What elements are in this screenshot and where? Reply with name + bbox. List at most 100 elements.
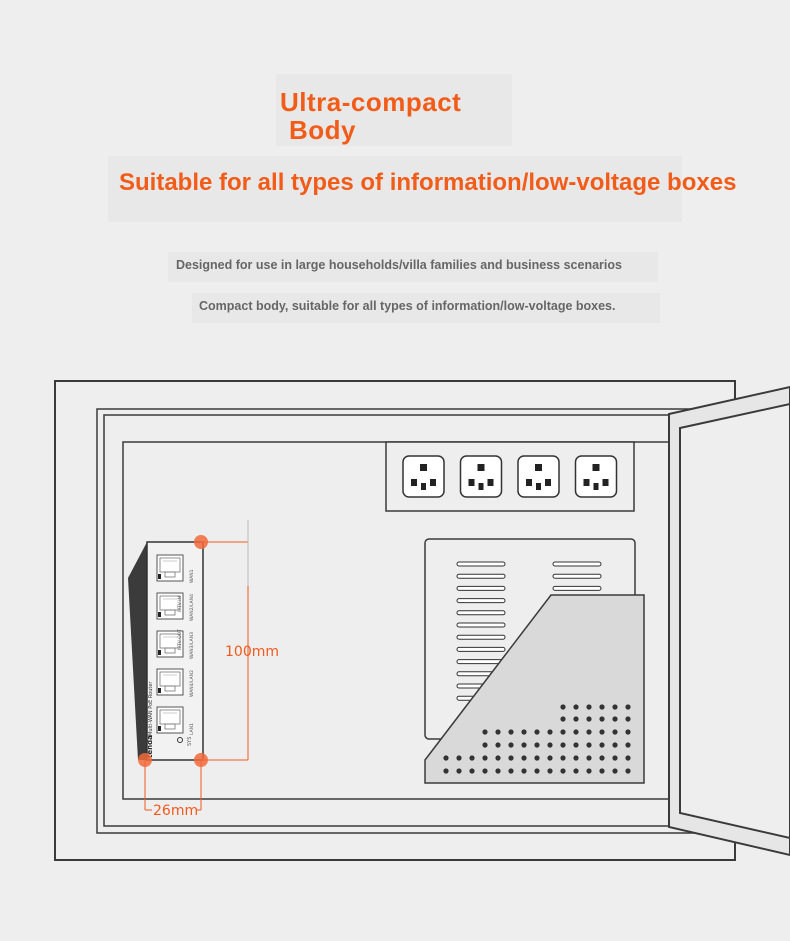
vent-dot: [573, 716, 579, 722]
vent-dot: [521, 742, 527, 748]
vent-dot: [599, 716, 605, 722]
page-title: Ultra-compact Body: [280, 88, 461, 144]
vent-dot: [573, 768, 579, 774]
cabinet-door: [668, 385, 790, 857]
vent-slot: [456, 573, 506, 579]
vent-dot: [573, 729, 579, 735]
vent-dot: [469, 768, 475, 774]
ethernet-port: WAN2/LAN4: [156, 592, 195, 621]
vent-dot: [612, 716, 618, 722]
router-model: Multi-WAN PoE Router: [148, 681, 154, 736]
marker-bottom-left: [138, 753, 152, 767]
vent-slot: [552, 585, 602, 591]
subtitle-backdrop: [108, 156, 682, 222]
vent-dot: [456, 755, 462, 761]
port-label: WAN1: [189, 569, 195, 583]
router-brand: tenda: [146, 735, 154, 758]
vent-dot: [495, 768, 501, 774]
vent-dot: [534, 742, 540, 748]
vent-dot: [521, 755, 527, 761]
ethernet-port: WAN3/LAN3: [156, 630, 195, 659]
vent-dot: [547, 755, 553, 761]
power-socket: [574, 455, 618, 498]
port-label: WAN2/LAN4: [189, 594, 195, 621]
sys-led: [177, 737, 183, 743]
vent-dot: [547, 742, 553, 748]
port-label: WAN3/LAN3: [189, 632, 195, 659]
vent-dot: [586, 768, 592, 774]
iptv-label: IPTV OUT: [177, 629, 183, 650]
vent-slot: [456, 561, 506, 567]
title-backdrop: [276, 74, 512, 146]
vent-dots: [443, 704, 631, 774]
ethernet-port: LAN1: [156, 706, 195, 735]
vent-dot: [534, 768, 540, 774]
vent-dot: [599, 768, 605, 774]
vent-slot: [456, 598, 506, 604]
vent-dot: [612, 704, 618, 710]
vent-dot: [625, 716, 631, 722]
vent-dot: [534, 729, 540, 735]
vent-dot: [599, 729, 605, 735]
vent-dot: [586, 742, 592, 748]
vent-dot: [443, 755, 449, 761]
title-line-1: Ultra-compact: [280, 87, 462, 117]
vent-slot: [456, 610, 506, 616]
vent-dot: [560, 742, 566, 748]
description-line-2: Compact body, suitable for all types of …: [199, 299, 616, 313]
vent-dot: [586, 704, 592, 710]
vent-dot: [495, 755, 501, 761]
vent-slot: [456, 646, 506, 652]
port-label: LAN1: [189, 723, 195, 735]
vent-dot: [573, 755, 579, 761]
desc-backdrop: [168, 252, 658, 282]
vent-dot: [482, 755, 488, 761]
power-socket: [517, 455, 560, 498]
vent-dot: [547, 729, 553, 735]
height-dimension-label: 100mm: [225, 644, 279, 660]
vent-dot: [573, 742, 579, 748]
vent-dot: [508, 768, 514, 774]
vent-dot: [547, 768, 553, 774]
vent-dot: [599, 755, 605, 761]
vent-slot: [456, 622, 506, 628]
vent-slot: [456, 634, 506, 640]
power-sockets: [402, 455, 618, 498]
vent-dot: [599, 704, 605, 710]
power-socket: [402, 455, 445, 498]
marker-top-right: [194, 535, 208, 549]
page-subtitle: Suitable for all types of information/lo…: [119, 169, 737, 196]
vent-dot: [560, 716, 566, 722]
vent-dot: [560, 755, 566, 761]
vent-dot: [482, 768, 488, 774]
vent-dot: [625, 768, 631, 774]
vent-dot: [586, 729, 592, 735]
vent-dot: [573, 704, 579, 710]
desc-backdrop-2: [192, 293, 660, 323]
vent-slot: [456, 585, 506, 591]
power-socket: [459, 455, 503, 498]
vent-dot: [495, 742, 501, 748]
vent-dot: [560, 704, 566, 710]
vent-slot: [456, 659, 506, 665]
vent-dot: [482, 742, 488, 748]
port-label: WAN4/LAN2: [189, 670, 195, 697]
vent-dot: [586, 716, 592, 722]
vent-dot: [482, 729, 488, 735]
iptv-label: IPTV IN: [177, 596, 183, 612]
vent-dot: [443, 768, 449, 774]
width-dimension-label: 26mm: [153, 803, 199, 819]
vent-dot: [586, 755, 592, 761]
description-line-1: Designed for use in large households/vil…: [176, 258, 622, 272]
vent-dot: [625, 704, 631, 710]
vent-dot: [521, 729, 527, 735]
vent-dot: [560, 729, 566, 735]
vent-slot: [552, 561, 602, 567]
psu-tray: [424, 594, 645, 784]
vent-dot: [508, 729, 514, 735]
vent-dot: [508, 755, 514, 761]
vent-dot: [625, 755, 631, 761]
